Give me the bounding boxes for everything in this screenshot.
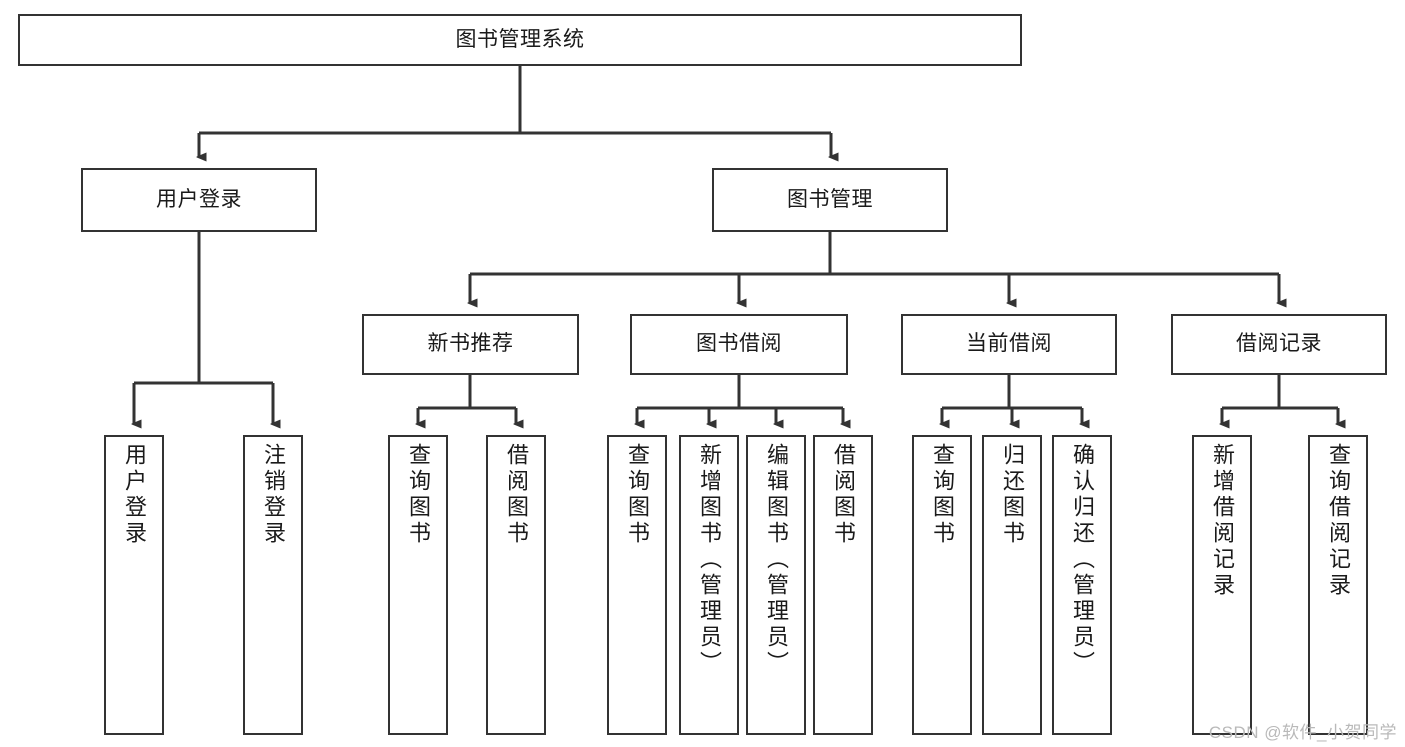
node-user-login[interactable]: 用户登录 [81,168,317,232]
leaf-add-borrow-record-label: 新增借阅记录 [1210,443,1235,599]
leaf-query-book-borrow-label: 查询图书 [625,443,650,547]
node-book-management-label: 图书管理 [787,187,873,211]
leaf-query-book-current-label: 查询图书 [930,443,955,547]
node-new-book-recommend-label: 新书推荐 [427,332,514,356]
node-root[interactable]: 图书管理系统 [18,14,1022,66]
leaf-borrow-book-label: 借阅图书 [831,443,856,547]
leaf-borrow-book-recommend[interactable]: 借阅图书 [486,435,546,735]
node-book-borrow[interactable]: 图书借阅 [630,314,848,375]
leaf-query-borrow-record-label: 查询借阅记录 [1326,443,1351,599]
leaf-add-borrow-record[interactable]: 新增借阅记录 [1192,435,1252,735]
node-root-label: 图书管理系统 [455,27,585,51]
leaf-add-book-admin[interactable]: 新增图书（管理员） [679,435,739,735]
node-current-borrow-label: 当前借阅 [966,332,1052,356]
leaf-user-login[interactable]: 用户登录 [104,435,164,735]
leaf-logout-label: 注销登录 [261,443,286,547]
node-borrow-record[interactable]: 借阅记录 [1171,314,1387,375]
node-current-borrow[interactable]: 当前借阅 [901,314,1117,375]
leaf-borrow-book-recommend-label: 借阅图书 [504,443,529,547]
leaf-edit-book-admin-label: 编辑图书（管理员） [764,443,789,677]
leaf-confirm-return-admin[interactable]: 确认归还（管理员） [1052,435,1112,735]
leaf-logout[interactable]: 注销登录 [243,435,303,735]
leaf-query-book-current[interactable]: 查询图书 [912,435,972,735]
leaf-return-book-label: 归还图书 [1000,443,1025,547]
leaf-query-book-recommend[interactable]: 查询图书 [388,435,448,735]
watermark-text: CSDN @软件_小贺同学 [1208,723,1397,742]
leaf-return-book[interactable]: 归还图书 [982,435,1042,735]
node-new-book-recommend[interactable]: 新书推荐 [362,314,579,375]
node-book-management[interactable]: 图书管理 [712,168,948,232]
leaf-query-book-recommend-label: 查询图书 [406,443,431,547]
leaf-confirm-return-admin-label: 确认归还（管理员） [1070,443,1095,677]
leaf-query-book-borrow[interactable]: 查询图书 [607,435,667,735]
node-book-borrow-label: 图书借阅 [696,332,782,356]
leaf-query-borrow-record[interactable]: 查询借阅记录 [1308,435,1368,735]
leaf-borrow-book[interactable]: 借阅图书 [813,435,873,735]
leaf-add-book-admin-label: 新增图书（管理员） [697,443,722,677]
node-borrow-record-label: 借阅记录 [1236,332,1322,356]
node-user-login-label: 用户登录 [156,187,242,211]
leaf-user-login-label: 用户登录 [122,443,147,547]
leaf-edit-book-admin[interactable]: 编辑图书（管理员） [746,435,806,735]
